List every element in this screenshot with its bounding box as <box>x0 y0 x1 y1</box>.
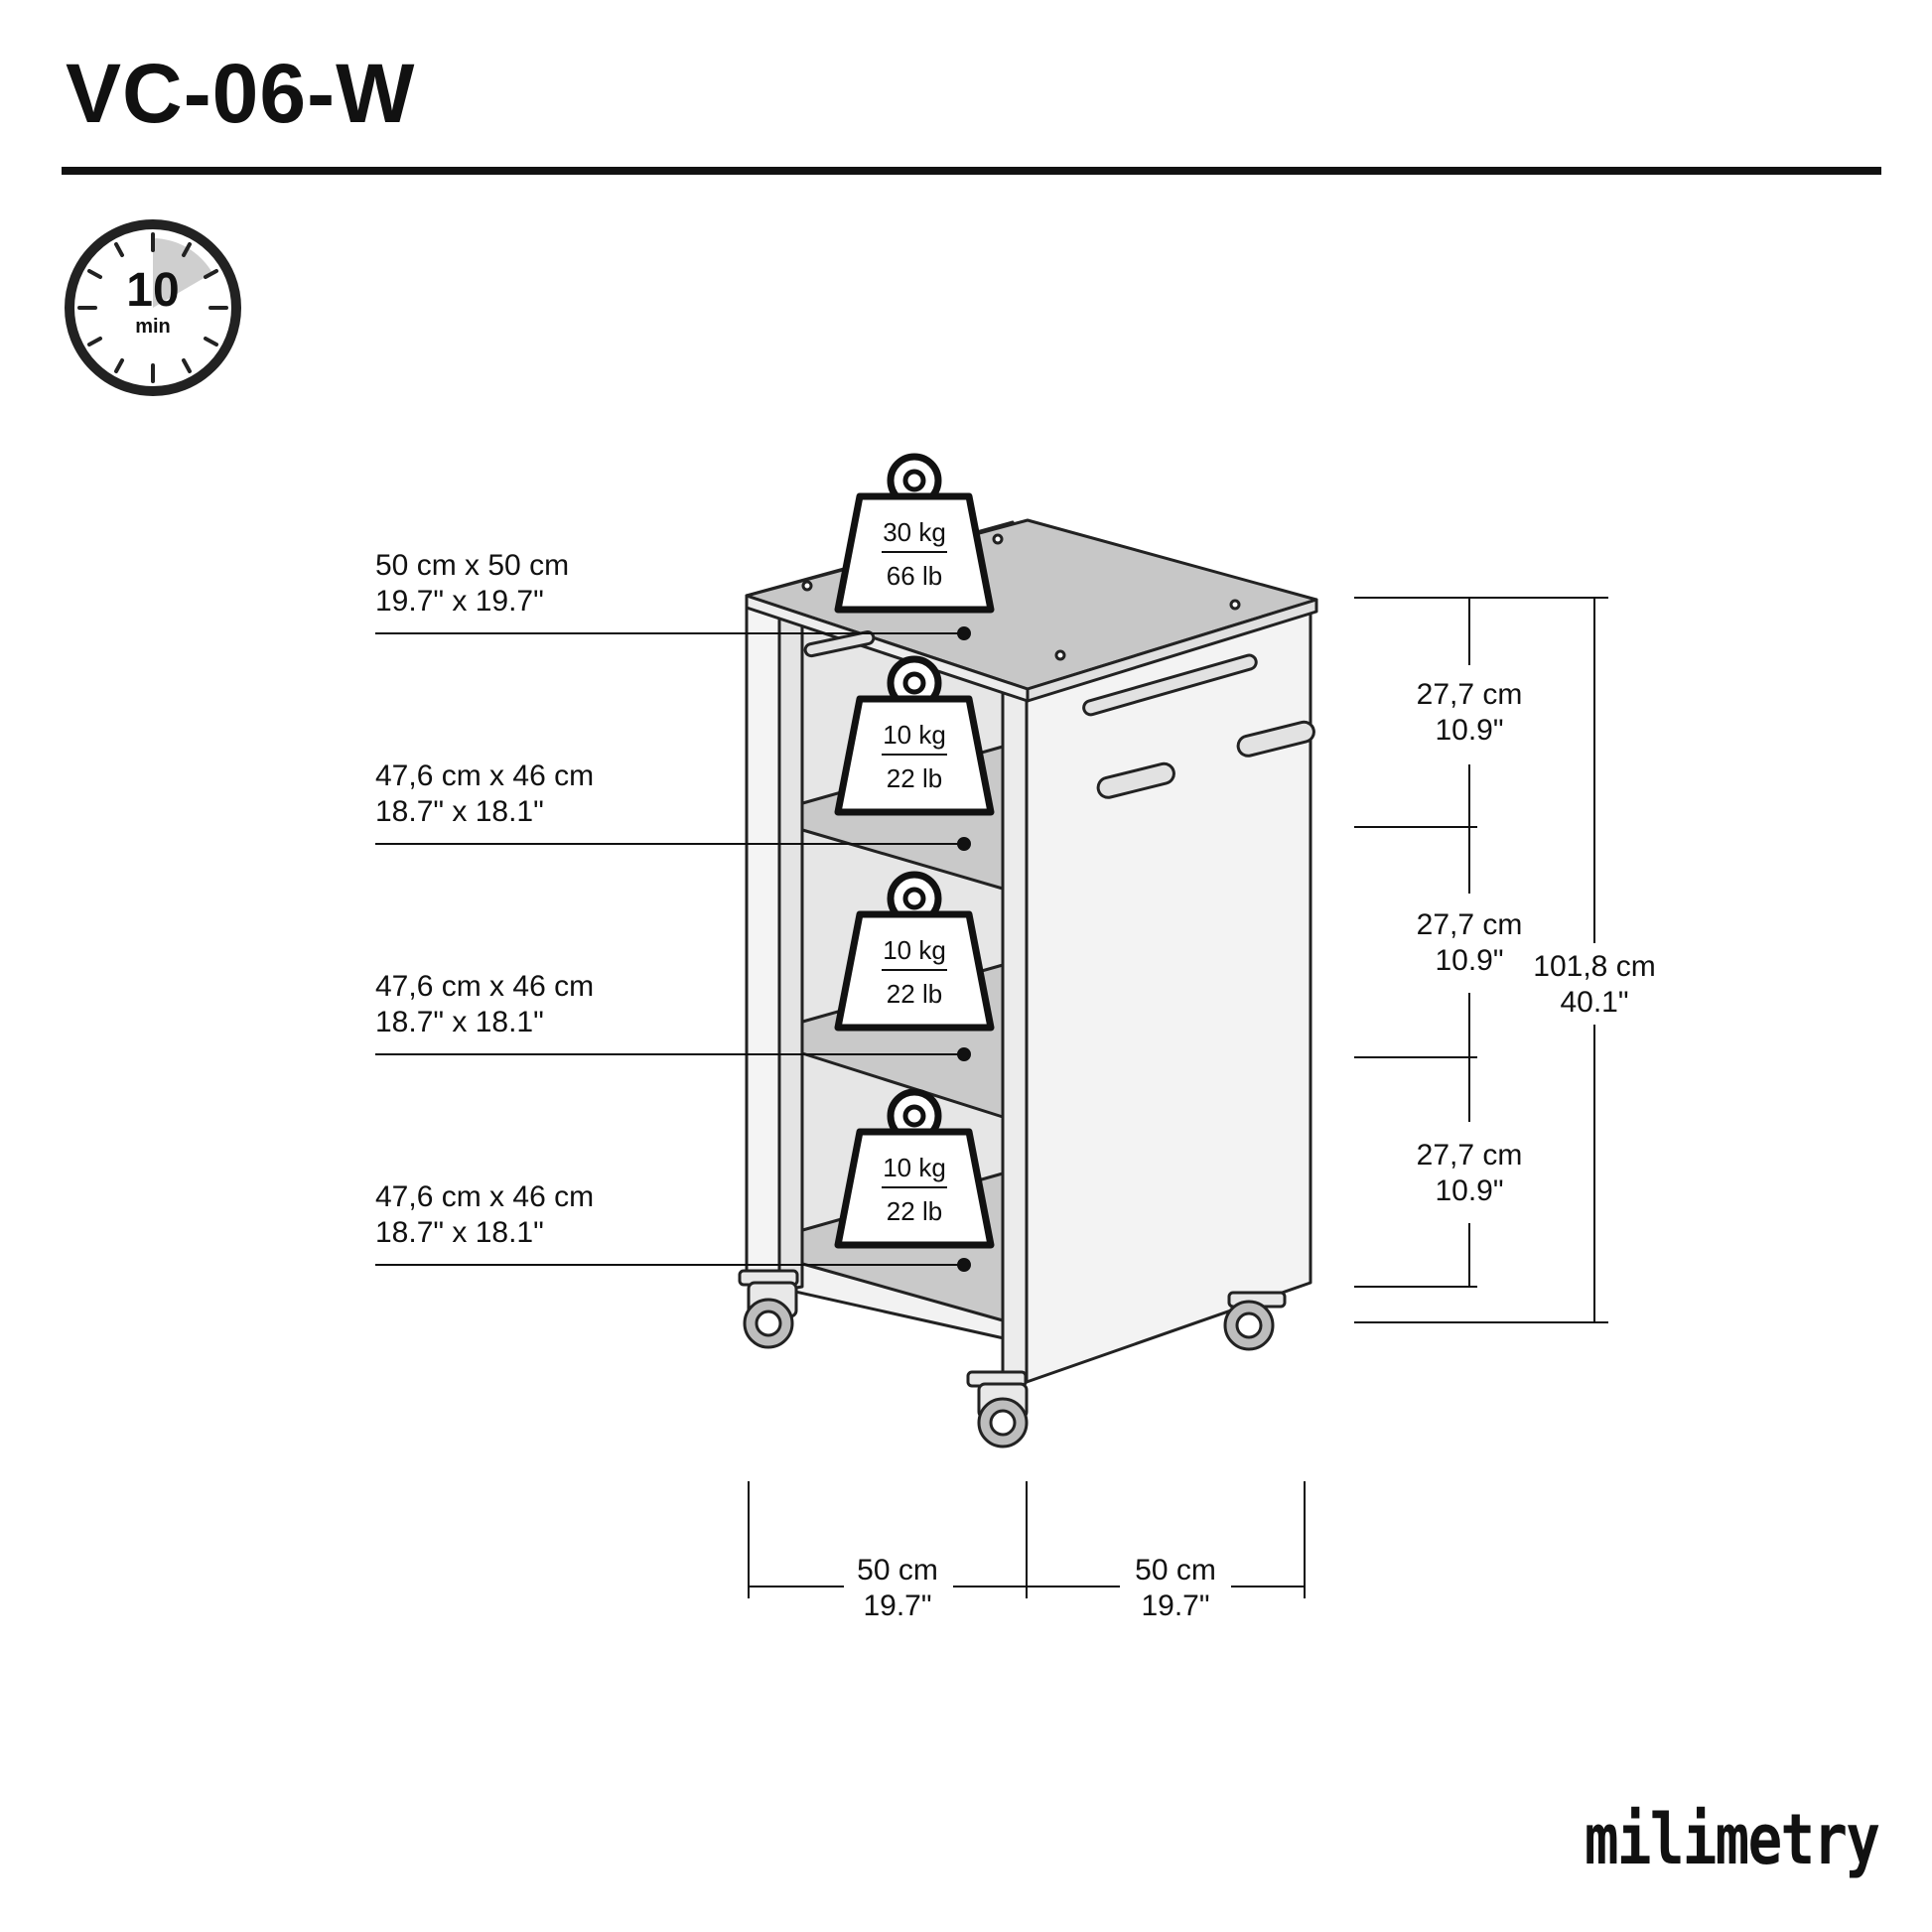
height-section2-imperial: 10.9" <box>1435 944 1504 977</box>
surface-shelf2-metric: 47,6 cm x 46 cm <box>375 970 595 1003</box>
weight-top-kg: 30 kg <box>883 517 946 547</box>
weight-shelf2-kg: 10 kg <box>883 935 946 965</box>
height-section1-imperial: 10.9" <box>1435 714 1504 747</box>
timer-value: 10 <box>126 264 180 317</box>
weight-shelf3-lb: 22 lb <box>886 1196 943 1226</box>
height-section3-imperial: 10.9" <box>1435 1174 1504 1207</box>
width-front-imperial: 19.7" <box>863 1589 932 1622</box>
weight-shelf1-kg: 10 kg <box>883 720 946 750</box>
width-side-metric: 50 cm <box>1135 1554 1216 1587</box>
timer-unit: min <box>135 316 171 338</box>
height-dimensions <box>1354 597 1608 1323</box>
width-dimensions <box>748 1481 1306 1598</box>
brand-logo: milimetry <box>1585 1799 1880 1880</box>
caster-wheels <box>738 1269 1287 1449</box>
surface-top-imperial: 19.7" x 19.7" <box>375 585 544 618</box>
total-height-metric: 101,8 cm <box>1533 950 1656 983</box>
surface-top-metric: 50 cm x 50 cm <box>375 549 570 582</box>
width-side-imperial: 19.7" <box>1141 1589 1210 1622</box>
weight-icon-shelf-1 <box>834 655 995 816</box>
cart-body <box>745 518 1318 1384</box>
height-section2-metric: 27,7 cm <box>1416 908 1523 941</box>
surface-shelf1-metric: 47,6 cm x 46 cm <box>375 759 595 792</box>
surface-shelf3-imperial: 18.7" x 18.1" <box>375 1216 544 1249</box>
weight-icons <box>834 453 995 1249</box>
width-front-metric: 50 cm <box>857 1554 938 1587</box>
product-title: VC-06-W <box>66 47 416 140</box>
weight-icon-shelf-2 <box>834 871 995 1032</box>
weight-top-lb: 66 lb <box>886 561 943 591</box>
height-section3-metric: 27,7 cm <box>1416 1139 1523 1172</box>
weight-shelf1-lb: 22 lb <box>886 763 943 793</box>
weight-shelf3-kg: 10 kg <box>883 1153 946 1182</box>
surface-shelf3-metric: 47,6 cm x 46 cm <box>375 1180 595 1213</box>
weight-icon-shelf-3 <box>834 1088 995 1249</box>
surface-leaders <box>375 626 971 1272</box>
surface-shelf1-imperial: 18.7" x 18.1" <box>375 795 544 828</box>
timer-icon <box>65 219 241 396</box>
weight-shelf2-lb: 22 lb <box>886 979 943 1009</box>
total-height-imperial: 40.1" <box>1560 986 1629 1019</box>
weight-icon-top <box>834 453 995 614</box>
surface-shelf2-imperial: 18.7" x 18.1" <box>375 1006 544 1038</box>
header-rule <box>62 167 1881 175</box>
height-section1-metric: 27,7 cm <box>1416 678 1523 711</box>
